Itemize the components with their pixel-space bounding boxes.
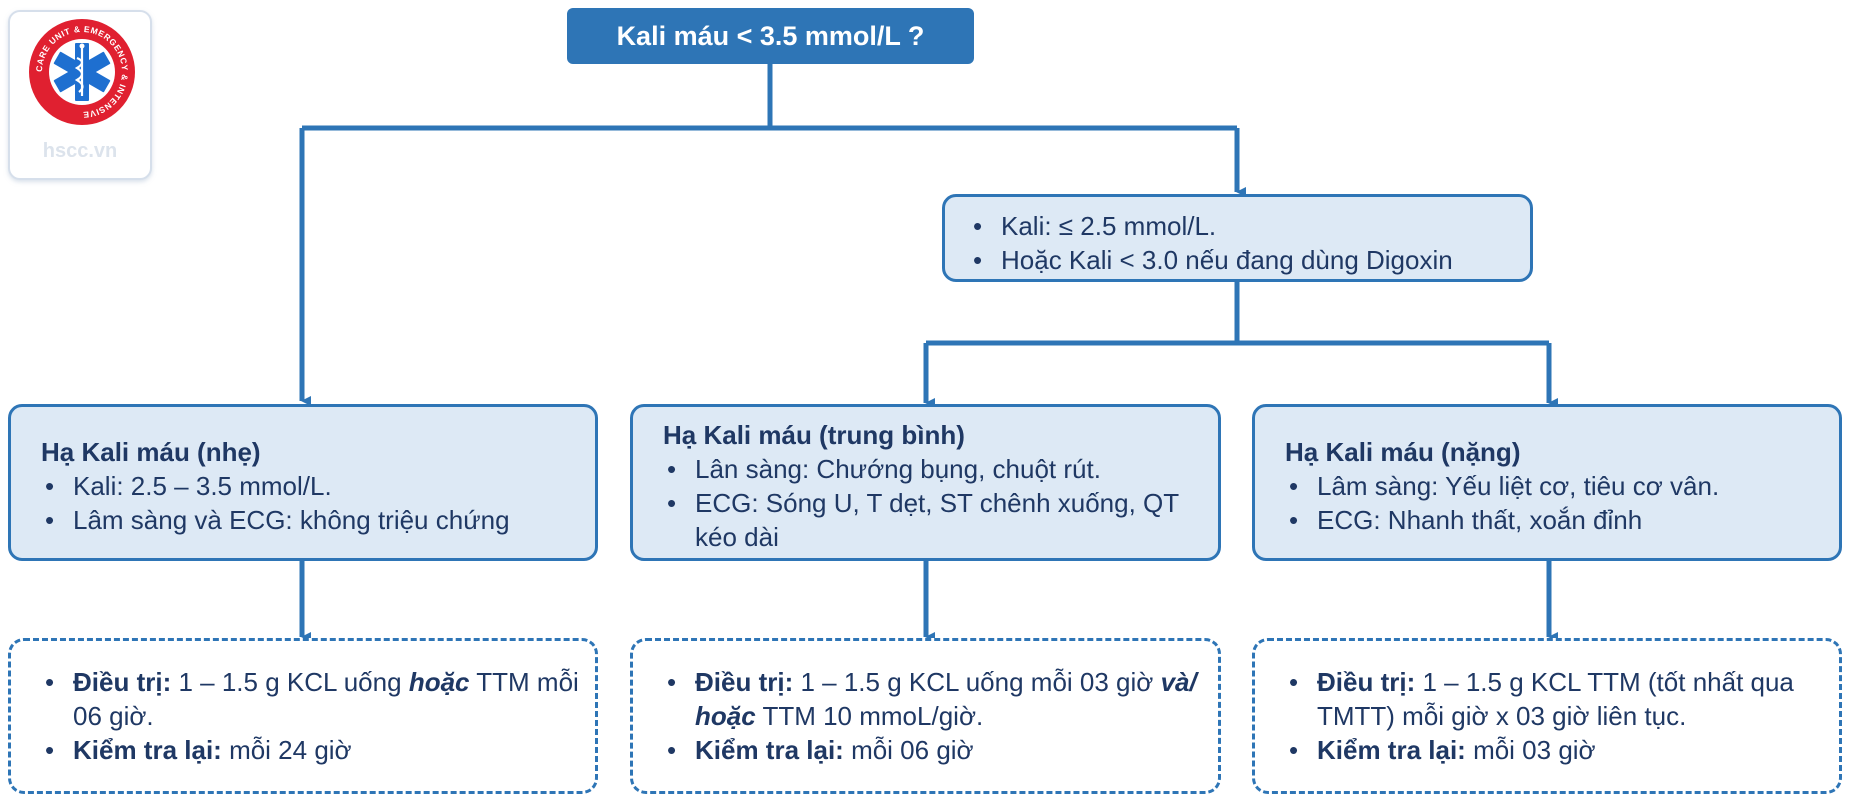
root-question-box: Kali máu < 3.5 mmol/L ? [567,8,974,64]
root-question-text: Kali máu < 3.5 mmol/L ? [616,20,925,51]
moderate-treatment-list: Điều trị: 1 – 1.5 g KCL uống mỗi 03 giờ … [663,665,1202,767]
severe-treatment-item: Điều trị: 1 – 1.5 g KCL TTM (tốt nhất qu… [1285,665,1823,733]
moderate-title: Hạ Kali máu (trung bình) [663,420,965,450]
severe-item: ECG: Nhanh thất, xoắn đỉnh [1285,503,1839,537]
moderate-recheck-item: Kiểm tra lại: mỗi 06 giờ [663,733,1202,767]
moderate-treatment-item: Điều trị: 1 – 1.5 g KCL uống mỗi 03 giờ … [663,665,1202,733]
recheck-text: mỗi 24 giờ [229,735,352,765]
mild-treatment-list: Điều trị: 1 – 1.5 g KCL uống hoặc TTM mỗ… [41,665,579,767]
logo-site-text: hscc.vn [42,140,118,162]
moderate-hypokalemia-box: Hạ Kali máu (trung bình) Lân sàng: Chướn… [630,404,1221,561]
recheck-text: mỗi 03 giờ [1473,735,1596,765]
mild-item: Lâm sàng và ECG: không triệu chứng [41,503,595,537]
treatment-text: TTM mỗi 06 giờ. [73,667,579,731]
moderate-treatment-box: Điều trị: 1 – 1.5 g KCL uống mỗi 03 giờ … [630,638,1221,794]
mild-hypokalemia-box: Hạ Kali máu (nhẹ) Kali: 2.5 – 3.5 mmol/L… [8,404,598,561]
severe-hypokalemia-box: Hạ Kali máu (nặng) Lâm sàng: Yếu liệt cơ… [1252,404,1842,561]
treatment-text: 1 – 1.5 g KCL uống mỗi 03 giờ [800,667,1154,697]
treatment-label: Điều trị: [695,667,794,697]
moderate-item: ECG: Sóng U, T dẹt, ST chênh xuống, QT k… [663,486,1202,554]
criteria-item: Kali: ≤ 2.5 mmol/L. [969,209,1530,243]
emergency-logo-icon: CARE UNIT & EMERGENCY & INTENSIVE [29,19,135,125]
severe-list: Lâm sàng: Yếu liệt cơ, tiêu cơ vân. ECG:… [1285,469,1839,537]
criteria-item: Hoặc Kali < 3.0 nếu đang dùng Digoxin [969,243,1530,277]
mild-recheck-item: Kiểm tra lại: mỗi 24 giờ [41,733,579,767]
treatment-emphasis: và/ hoặc [695,667,1197,731]
severe-treatment-list: Điều trị: 1 – 1.5 g KCL TTM (tốt nhất qu… [1285,665,1823,767]
treatment-emphasis: hoặc [408,667,470,697]
recheck-label: Kiểm tra lại: [73,735,222,765]
mild-title: Hạ Kali máu (nhẹ) [41,437,261,467]
mild-list: Kali: 2.5 – 3.5 mmol/L. Lâm sàng và ECG:… [41,469,595,537]
treatment-text: 1 – 1.5 g KCL TTM (tốt nhất qua TMTT) mỗ… [1317,667,1794,731]
hscc-logo: CARE UNIT & EMERGENCY & INTENSIVE hscc.v… [8,10,152,180]
mild-treatment-item: Điều trị: 1 – 1.5 g KCL uống hoặc TTM mỗ… [41,665,579,733]
criteria-list: Kali: ≤ 2.5 mmol/L. Hoặc Kali < 3.0 nếu … [969,209,1530,277]
moderate-item: Lân sàng: Chướng bụng, chuột rút. [663,452,1202,486]
recheck-text: mỗi 06 giờ [851,735,974,765]
recheck-label: Kiểm tra lại: [695,735,844,765]
severe-treatment-box: Điều trị: 1 – 1.5 g KCL TTM (tốt nhất qu… [1252,638,1842,794]
treatment-text: TTM 10 mmoL/giờ. [762,701,984,731]
mild-treatment-box: Điều trị: 1 – 1.5 g KCL uống hoặc TTM mỗ… [8,638,598,794]
moderate-list: Lân sàng: Chướng bụng, chuột rút. ECG: S… [663,452,1202,554]
treatment-label: Điều trị: [1317,667,1416,697]
severe-title: Hạ Kali máu (nặng) [1285,437,1521,467]
severe-criteria-box: Kali: ≤ 2.5 mmol/L. Hoặc Kali < 3.0 nếu … [942,194,1533,282]
mild-item: Kali: 2.5 – 3.5 mmol/L. [41,469,595,503]
treatment-label: Điều trị: [73,667,172,697]
severe-item: Lâm sàng: Yếu liệt cơ, tiêu cơ vân. [1285,469,1839,503]
treatment-text: 1 – 1.5 g KCL uống [178,667,402,697]
severe-recheck-item: Kiểm tra lại: mỗi 03 giờ [1285,733,1823,767]
recheck-label: Kiểm tra lại: [1317,735,1466,765]
